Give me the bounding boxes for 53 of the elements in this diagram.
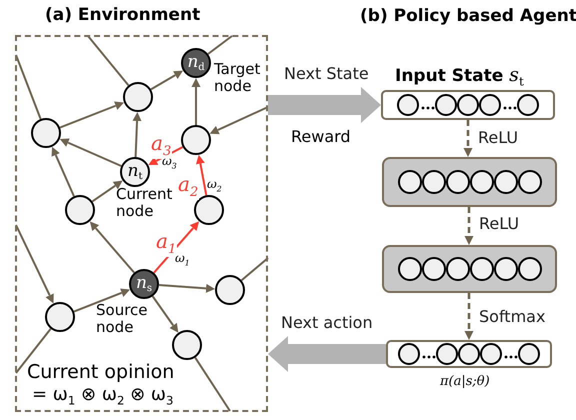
connector-line <box>15 54 42 120</box>
arrow <box>464 207 474 245</box>
graph-node <box>120 157 150 187</box>
arrow <box>92 180 123 202</box>
connector-line <box>207 35 233 55</box>
node-caption: Source node <box>96 302 149 336</box>
arrow <box>74 288 130 312</box>
connector-line <box>87 35 130 86</box>
graph-node <box>129 269 159 299</box>
panel-heading: (a) Environment <box>45 5 200 25</box>
connector-line <box>15 328 52 374</box>
network-layer <box>382 245 557 293</box>
node-label: n$_{d}$ <box>187 54 205 72</box>
block-arrow <box>268 87 381 123</box>
graph-node <box>45 302 75 332</box>
arrow <box>464 120 472 157</box>
node-caption: Current node <box>116 186 172 220</box>
block-arrow <box>268 336 386 372</box>
node-label: n$_{s}$ <box>136 274 152 294</box>
connector-line <box>240 257 269 282</box>
arrow <box>60 138 122 167</box>
arrow <box>132 112 142 158</box>
graph-node <box>194 195 224 225</box>
arrow <box>196 154 208 196</box>
graph-node <box>181 125 211 155</box>
arrow <box>210 106 268 134</box>
formula-label: π(a|s;θ) <box>440 375 491 390</box>
connector-line <box>194 357 231 412</box>
graph-node <box>215 275 245 305</box>
node-caption: Target node <box>214 61 262 96</box>
graph-node <box>123 82 153 112</box>
arrow <box>15 224 54 304</box>
formula-label: = ω$_{1}$ ⊗ ω$_{2}$ ⊗ ω$_{3}$ <box>32 384 174 408</box>
network-layer <box>386 340 552 368</box>
network-layer <box>382 157 557 207</box>
arrow <box>52 146 75 197</box>
arrow <box>464 293 474 340</box>
graph-node <box>31 118 61 148</box>
graph-node <box>181 48 211 78</box>
arrow <box>60 102 124 128</box>
text-label: Reward <box>291 127 351 146</box>
layer-heading: Input State s$_{t}$ <box>395 64 524 88</box>
arrow <box>90 221 135 274</box>
graph-node <box>65 195 95 225</box>
text-label: Current opinion <box>27 361 174 383</box>
arrow <box>158 284 216 293</box>
weight-label: ω$_{1}$ <box>175 251 190 268</box>
arrow <box>192 78 200 125</box>
weight-label: ω$_{2}$ <box>207 177 222 194</box>
arrow <box>150 70 184 90</box>
arrow <box>152 296 178 333</box>
graph-node <box>172 330 202 360</box>
node-label: n$_{t}$ <box>128 162 142 182</box>
